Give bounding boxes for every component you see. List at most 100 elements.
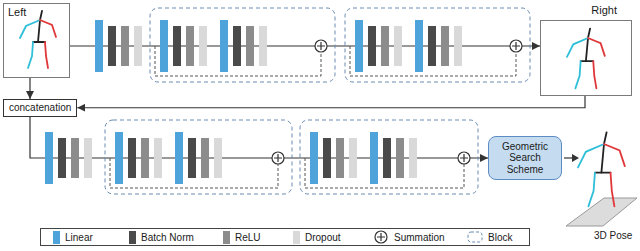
layer-bar xyxy=(415,20,423,72)
pose-limb xyxy=(28,42,33,68)
node-text: concatenation xyxy=(9,102,71,114)
summation-plus xyxy=(512,42,520,50)
summation-symbol xyxy=(458,152,470,164)
residual-block xyxy=(300,120,478,194)
layer-bar xyxy=(428,26,436,66)
layer-bar xyxy=(214,138,222,178)
residual-block xyxy=(150,8,335,82)
pose-limb xyxy=(40,20,56,37)
pose-limb xyxy=(604,144,625,166)
connector-arrow xyxy=(29,78,30,99)
layer-bar xyxy=(95,20,103,72)
legend-text: Linear xyxy=(65,232,93,243)
layer-bar xyxy=(454,26,462,66)
layer-bar xyxy=(188,138,196,178)
ground-plane xyxy=(566,198,637,226)
legend-item: Batch Norm xyxy=(129,229,194,245)
legend-item: Block xyxy=(467,229,512,245)
layer-bar xyxy=(175,132,183,184)
process-box: Geometric Search Scheme xyxy=(488,136,562,181)
legend-box: Linear Batch Norm ReLU Dropout Summation Bloc… xyxy=(40,228,530,246)
layer-bar xyxy=(201,138,209,178)
layer-bar xyxy=(71,138,79,178)
pose-limb xyxy=(581,60,594,62)
layer-bar xyxy=(199,26,207,66)
legend-swatch xyxy=(129,231,136,244)
layer-bar xyxy=(355,20,363,72)
pose-limb xyxy=(38,20,40,42)
pose-limb xyxy=(593,61,596,88)
layer-bar xyxy=(396,138,404,178)
layer-bar xyxy=(134,26,142,66)
legend-text: Batch Norm xyxy=(141,232,194,243)
figure-label: 3D Pose xyxy=(594,230,632,241)
layer-bar xyxy=(233,26,241,66)
legend-swatch xyxy=(223,231,230,244)
layer-bar xyxy=(220,20,228,72)
layer-bar xyxy=(409,138,417,178)
pose-limb xyxy=(601,144,604,173)
layer-bar xyxy=(115,132,123,184)
pose-limb xyxy=(575,61,580,88)
summation-plus xyxy=(460,154,468,162)
layer-bar xyxy=(381,26,389,66)
legend-swatch xyxy=(293,231,300,244)
layer-bar xyxy=(141,138,149,178)
pose-limb xyxy=(604,132,607,144)
layer-bar xyxy=(186,26,194,66)
output-pose-frame: Right xyxy=(540,20,632,96)
layer-bar xyxy=(246,26,254,66)
pose-limb xyxy=(33,41,45,43)
layer-bar xyxy=(45,132,53,184)
node-text: Left xyxy=(4,4,69,21)
pose-limb xyxy=(611,173,615,207)
pose-limb xyxy=(588,173,595,207)
pose-limb xyxy=(45,42,48,68)
layer-bar xyxy=(394,26,402,66)
summation-plus xyxy=(274,154,282,162)
layer-bar xyxy=(310,132,318,184)
legend-item: Summation xyxy=(373,229,445,245)
pose-limb xyxy=(578,144,604,167)
connector-arrow xyxy=(77,96,585,108)
legend-text: Dropout xyxy=(305,232,341,243)
layer-bar xyxy=(108,26,116,66)
node-text: Geometric Search Scheme xyxy=(498,141,552,176)
legend-block-sample xyxy=(468,232,482,242)
layer-bar xyxy=(259,26,267,66)
layer-bar xyxy=(121,26,129,66)
summation-symbol xyxy=(510,40,522,52)
layer-bar xyxy=(349,138,357,178)
layer-bar xyxy=(160,20,168,72)
residual-block xyxy=(345,8,530,82)
pose-limb xyxy=(586,38,588,61)
legend-item: Dropout xyxy=(293,229,341,245)
layer-bar xyxy=(173,26,181,66)
layer-bar xyxy=(323,138,331,178)
legend-text: Summation xyxy=(394,232,445,243)
legend-text: ReLU xyxy=(235,232,261,243)
layer-bar xyxy=(58,138,66,178)
pose-limb xyxy=(595,172,611,174)
legend-text: Block xyxy=(488,232,512,243)
legend-swatch xyxy=(53,231,60,244)
layer-bar xyxy=(441,26,449,66)
summation-plus xyxy=(317,42,325,50)
node-text: Right xyxy=(541,4,631,17)
legend-symbol xyxy=(373,230,389,244)
summation-symbol xyxy=(375,231,387,243)
summation-symbol xyxy=(315,40,327,52)
layer-bar xyxy=(368,26,376,66)
connector-arrow xyxy=(30,117,488,159)
pose-limb xyxy=(588,29,590,38)
layer-bar xyxy=(370,132,378,184)
layer-bar xyxy=(336,138,344,178)
summation-symbol xyxy=(272,152,284,164)
output-arrowhead xyxy=(572,154,579,162)
input-pose-frame: Left xyxy=(3,3,70,78)
legend-symbol xyxy=(467,230,483,244)
layer-bar xyxy=(383,138,391,178)
